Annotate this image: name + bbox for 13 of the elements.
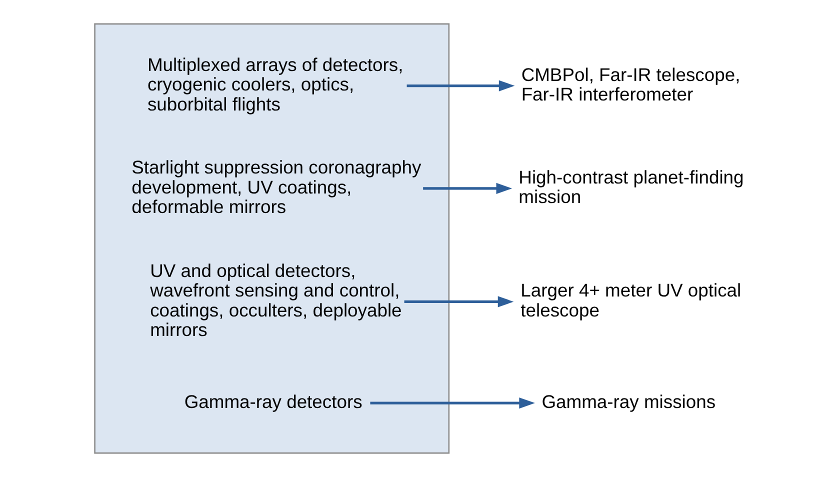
arrow xyxy=(423,182,512,194)
cluster xyxy=(94,23,450,454)
node-text: Starlight suppression coronagraphy development, UV coatings, deformable mirrors xyxy=(132,156,422,218)
node-text: High-contrast planet-finding mission xyxy=(518,166,744,208)
node-text: Larger 4+ meter UV optical telescope xyxy=(520,280,742,320)
node-text: Gamma-ray missions xyxy=(542,390,716,412)
node-text: UV and optical detectors, wavefront sensing and control, coatings, occulters, deployable mirrors xyxy=(150,260,402,340)
node-text: CMBPol, Far-IR telescope, Far-IR interferometer xyxy=(521,64,740,105)
arrow xyxy=(404,296,514,308)
node-text: Gamma-ray detectors xyxy=(184,390,362,412)
node-text: Multiplexed arrays of detectors, cryogenic coolers, optics, suborbital flights xyxy=(147,54,404,114)
arrow xyxy=(406,80,515,92)
arrow xyxy=(370,398,535,409)
